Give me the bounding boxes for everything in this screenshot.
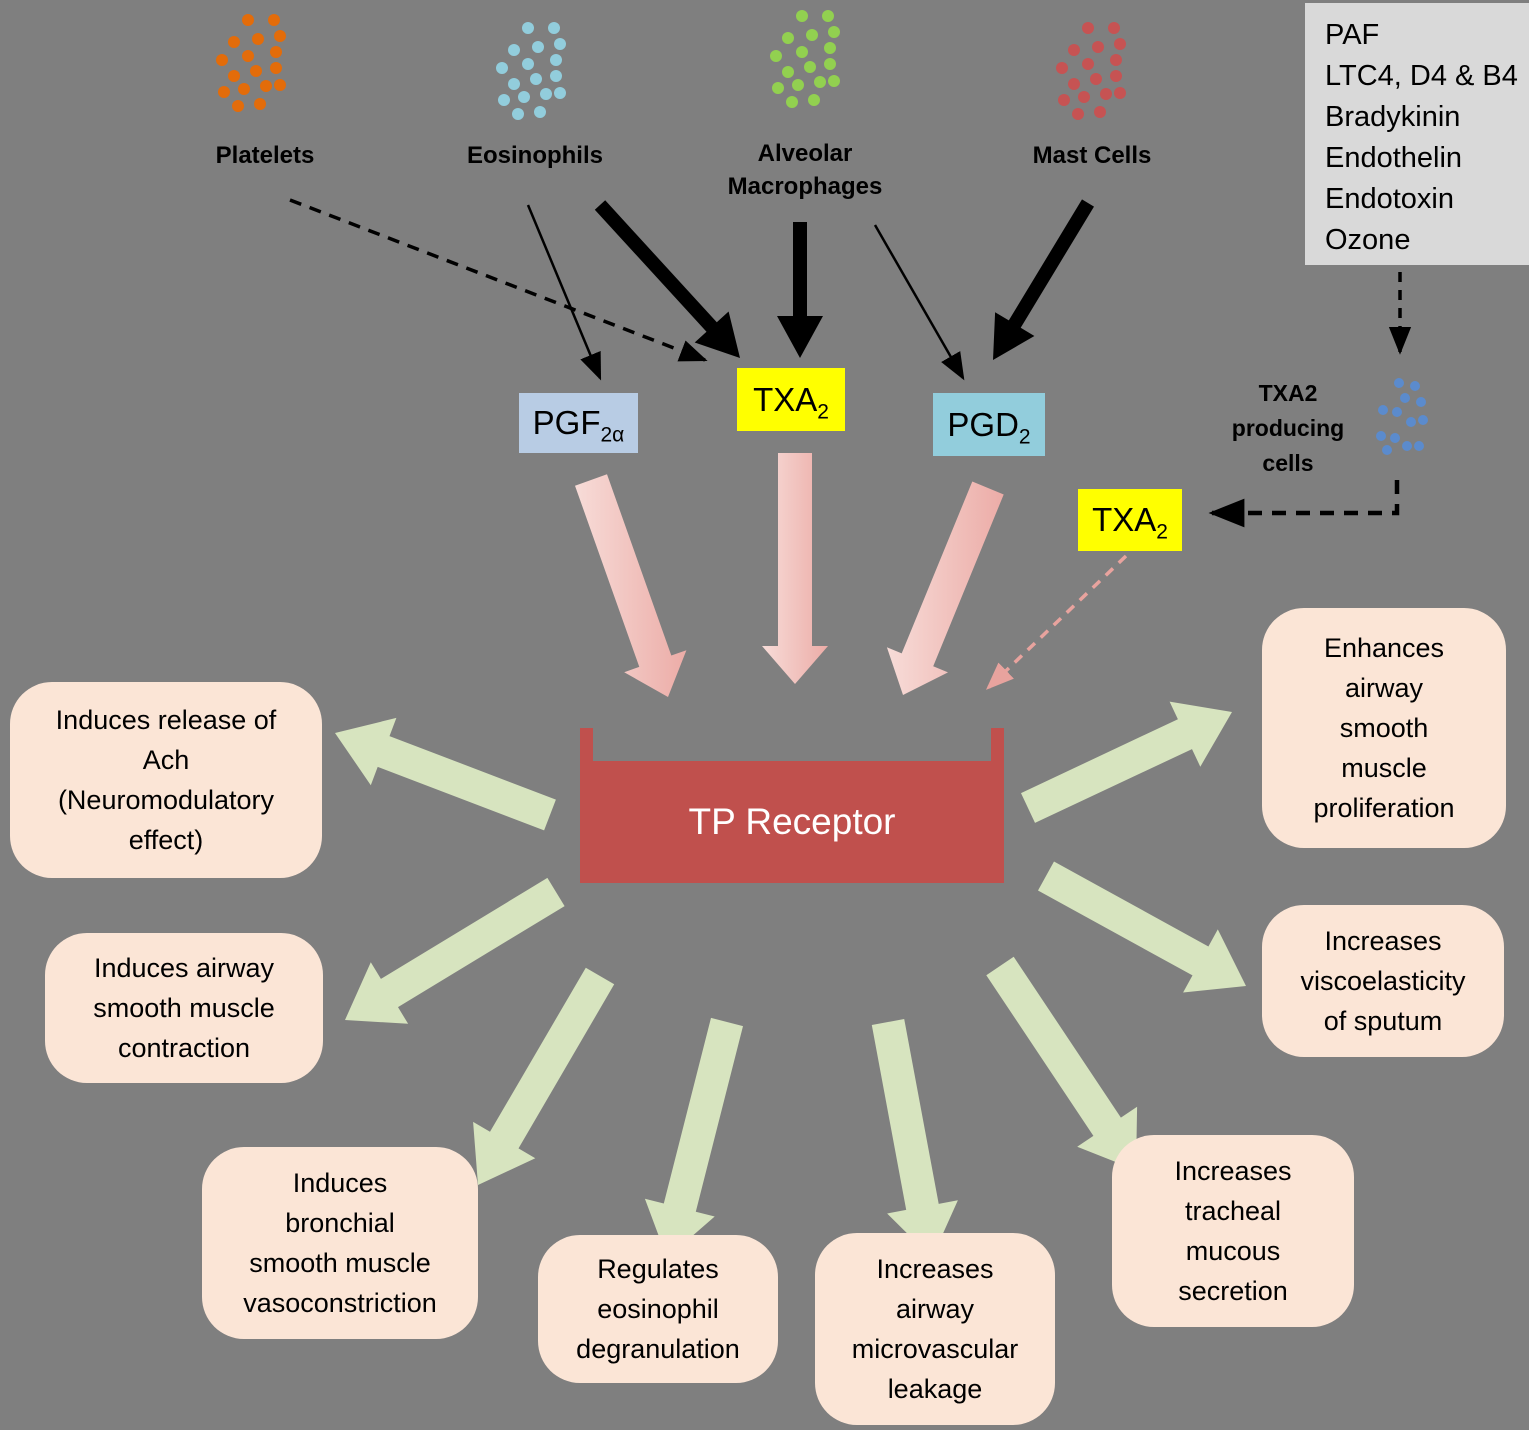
txa2-secondary-label: TXA2 — [1092, 501, 1168, 544]
effect-box-mucous-secretion: Increases tracheal mucous secretion — [1112, 1135, 1354, 1327]
effect-box-microvascular-leakage: Increases airway microvascular leakage — [815, 1233, 1055, 1425]
pgf2a-label: PGF2α — [532, 404, 625, 447]
effect-box-ach-release: Induces release of Ach (Neuromodulatory … — [10, 682, 322, 878]
platelets-label: Platelets — [215, 142, 315, 169]
effect-box-sputum-viscoelasticity: Increases viscoelasticity of sputum — [1262, 905, 1504, 1057]
mast-cells-cell-cluster — [1052, 20, 1126, 125]
effect-box-smooth-muscle-contraction: Induces airway smooth muscle contraction — [45, 933, 323, 1083]
tp-receptor-label: TP Receptor — [688, 801, 896, 842]
eosinophils-cell-cluster — [492, 20, 566, 125]
txa2-secondary-box: TXA2 — [1078, 489, 1182, 551]
stimuli-list-box: PAF LTC4, D4 & B4 Bradykinin Endothelin … — [1305, 3, 1529, 265]
platelets-cell-cluster — [212, 12, 286, 117]
txa2-label: TXA2 — [753, 380, 829, 424]
txa2-box: TXA2 — [737, 368, 845, 431]
txa2-producing-cells-label: TXA2 producing cells — [1231, 380, 1345, 476]
effect-box-vasoconstriction: Induces bronchial smooth muscle vasocons… — [202, 1147, 478, 1339]
alveolar-macrophages-cell-cluster — [766, 8, 840, 113]
pgd2-label: PGD2 — [947, 405, 1031, 449]
mast-cells-label: Mast Cells — [1032, 142, 1152, 169]
pgf2a-box: PGF2α — [519, 393, 638, 453]
txa2-producing-cell-cluster — [1372, 378, 1428, 460]
pgd2-box: PGD2 — [933, 393, 1045, 456]
eosinophils-label: Eosinophils — [466, 142, 603, 169]
effect-box-muscle-proliferation: Enhances airway smooth muscle proliferat… — [1262, 608, 1506, 848]
alveolar-macrophages-label: Alveolar Macrophages — [727, 140, 883, 200]
effect-box-eosinophil-degranulation: Regulates eosinophil degranulation — [538, 1235, 778, 1383]
